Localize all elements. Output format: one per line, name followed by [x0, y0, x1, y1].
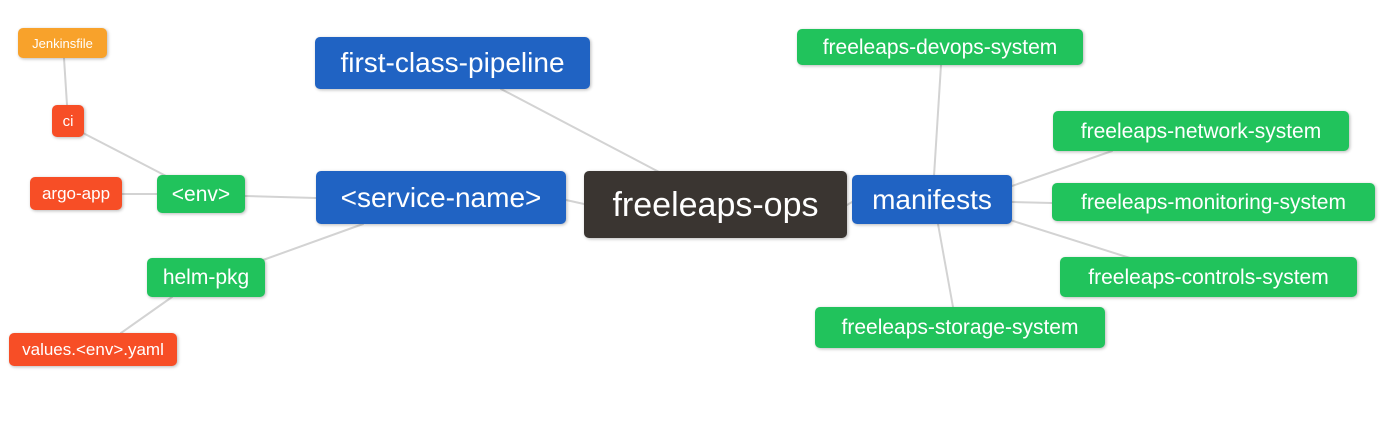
node-freeleaps-storage-system[interactable]: freeleaps-storage-system: [815, 307, 1105, 348]
node-ci[interactable]: ci: [52, 105, 84, 137]
node-argo-app[interactable]: argo-app: [30, 177, 122, 210]
edge-first-class-pipeline-ops: [500, 88, 660, 173]
edge-manifests-network: [1011, 150, 1113, 187]
node-freeleaps-ops-label: freeleaps-ops: [612, 185, 819, 224]
node-freeleaps-monitoring-system-label: freeleaps-monitoring-system: [1081, 190, 1346, 214]
node-service-name-label: <service-name>: [340, 181, 542, 213]
node-freeleaps-devops-system[interactable]: freeleaps-devops-system: [797, 29, 1083, 65]
node-ci-label: ci: [62, 112, 74, 130]
node-helm-pkg-label: helm-pkg: [162, 266, 250, 289]
node-manifests-label: manifests: [872, 183, 992, 215]
node-env-label: <env>: [171, 182, 231, 206]
edge-ci-env: [82, 132, 169, 178]
edge-manifests-storage: [937, 223, 954, 308]
node-freeleaps-network-system-label: freeleaps-network-system: [1080, 119, 1322, 143]
node-first-class-pipeline-label: first-class-pipeline: [340, 47, 565, 78]
node-argo-app-label: argo-app: [41, 184, 111, 203]
edge-manifests-controls: [1009, 219, 1131, 259]
edge-jenkinsfile-ci: [63, 57, 68, 106]
node-freeleaps-controls-system[interactable]: freeleaps-controls-system: [1060, 257, 1357, 297]
node-freeleaps-controls-system-label: freeleaps-controls-system: [1088, 265, 1329, 289]
node-jenkinsfile[interactable]: Jenkinsfile: [18, 28, 107, 58]
node-freeleaps-storage-system-label: freeleaps-storage-system: [841, 316, 1079, 339]
edge-helm-pkg-values: [120, 296, 173, 334]
node-values-env-yaml[interactable]: values.<env>.yaml: [9, 333, 177, 366]
edge-helm-pkg-service-name: [262, 223, 364, 261]
node-env[interactable]: <env>: [157, 175, 245, 213]
edge-manifests-monitoring: [1011, 201, 1053, 204]
node-jenkinsfile-label: Jenkinsfile: [32, 35, 93, 51]
node-first-class-pipeline[interactable]: first-class-pipeline: [315, 37, 590, 89]
node-freeleaps-ops[interactable]: freeleaps-ops: [584, 171, 847, 238]
node-freeleaps-network-system[interactable]: freeleaps-network-system: [1053, 111, 1349, 151]
node-values-env-yaml-label: values.<env>.yaml: [22, 340, 164, 359]
node-helm-pkg[interactable]: helm-pkg: [147, 258, 265, 297]
node-manifests[interactable]: manifests: [852, 175, 1012, 224]
edge-env-service-name: [244, 195, 317, 199]
edge-manifests-devops: [933, 64, 942, 177]
edge-service-name-ops: [565, 199, 585, 205]
node-freeleaps-monitoring-system[interactable]: freeleaps-monitoring-system: [1052, 183, 1375, 221]
node-freeleaps-devops-system-label: freeleaps-devops-system: [822, 35, 1058, 59]
edge-ops-manifests: [846, 201, 853, 206]
node-service-name[interactable]: <service-name>: [316, 171, 566, 224]
